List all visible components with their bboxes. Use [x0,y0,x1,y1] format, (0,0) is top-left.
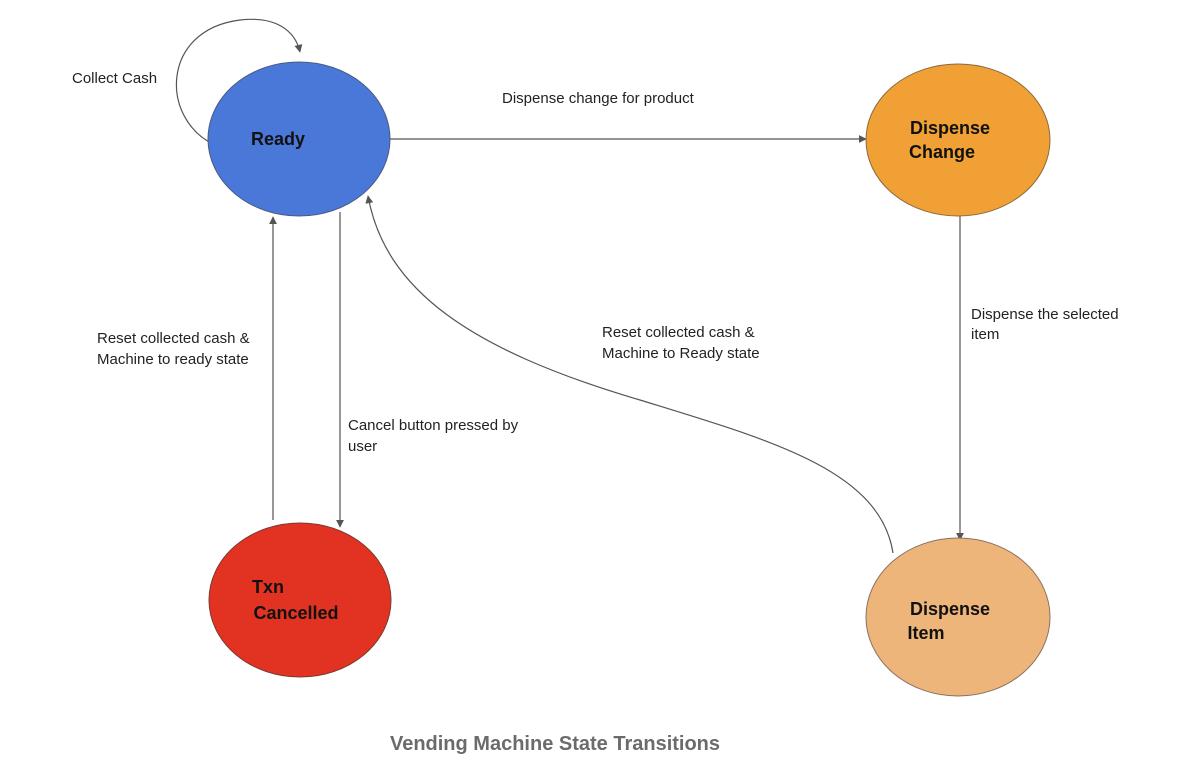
label-cancel-button-line1: Cancel button pressed by [348,417,519,434]
label-reset-from-cancelled-line1: Reset collected cash & [97,330,250,347]
state-ready: Ready [207,61,391,217]
state-txn-cancelled: Txn Cancelled [208,522,392,678]
label-dispense-change-for-product: Dispense change for product [502,90,695,107]
state-dispense-item-label-line1: Dispense [910,599,990,619]
label-dispense-selected-item-line1: Dispense the selected [971,306,1119,323]
state-dispense-item-node [865,537,1051,697]
figure-caption: Vending Machine State Transitions [389,733,721,755]
label-reset-from-cancelled-line2: Machine to ready state [97,351,249,368]
label-collect-cash: Collect Cash [72,70,157,87]
state-dispense-change-label-line2: Change [909,142,975,162]
state-dispense-change-node [865,63,1051,217]
state-ready-node [207,61,391,217]
edge-dispense-item-to-ready [365,195,894,554]
label-dispense-selected-item-line2: item [971,326,999,343]
state-ready-label: Ready [251,129,305,149]
state-dispense-item-label-line2: Item [907,623,944,643]
state-dispense-item: Dispense Item [865,537,1051,697]
state-txn-cancelled-label-line1: Txn [252,577,284,597]
state-dispense-change: Dispense Change [865,63,1051,217]
label-cancel-button-line2: user [348,438,377,455]
state-txn-cancelled-label-line2: Cancelled [253,603,338,623]
state-dispense-change-label-line1: Dispense [910,118,990,138]
label-reset-from-item-line2: Machine to Ready state [602,345,760,362]
label-reset-from-item-line1: Reset collected cash & [602,324,755,341]
edge-collect-cash-loop [175,18,303,146]
state-txn-cancelled-node [208,522,392,678]
